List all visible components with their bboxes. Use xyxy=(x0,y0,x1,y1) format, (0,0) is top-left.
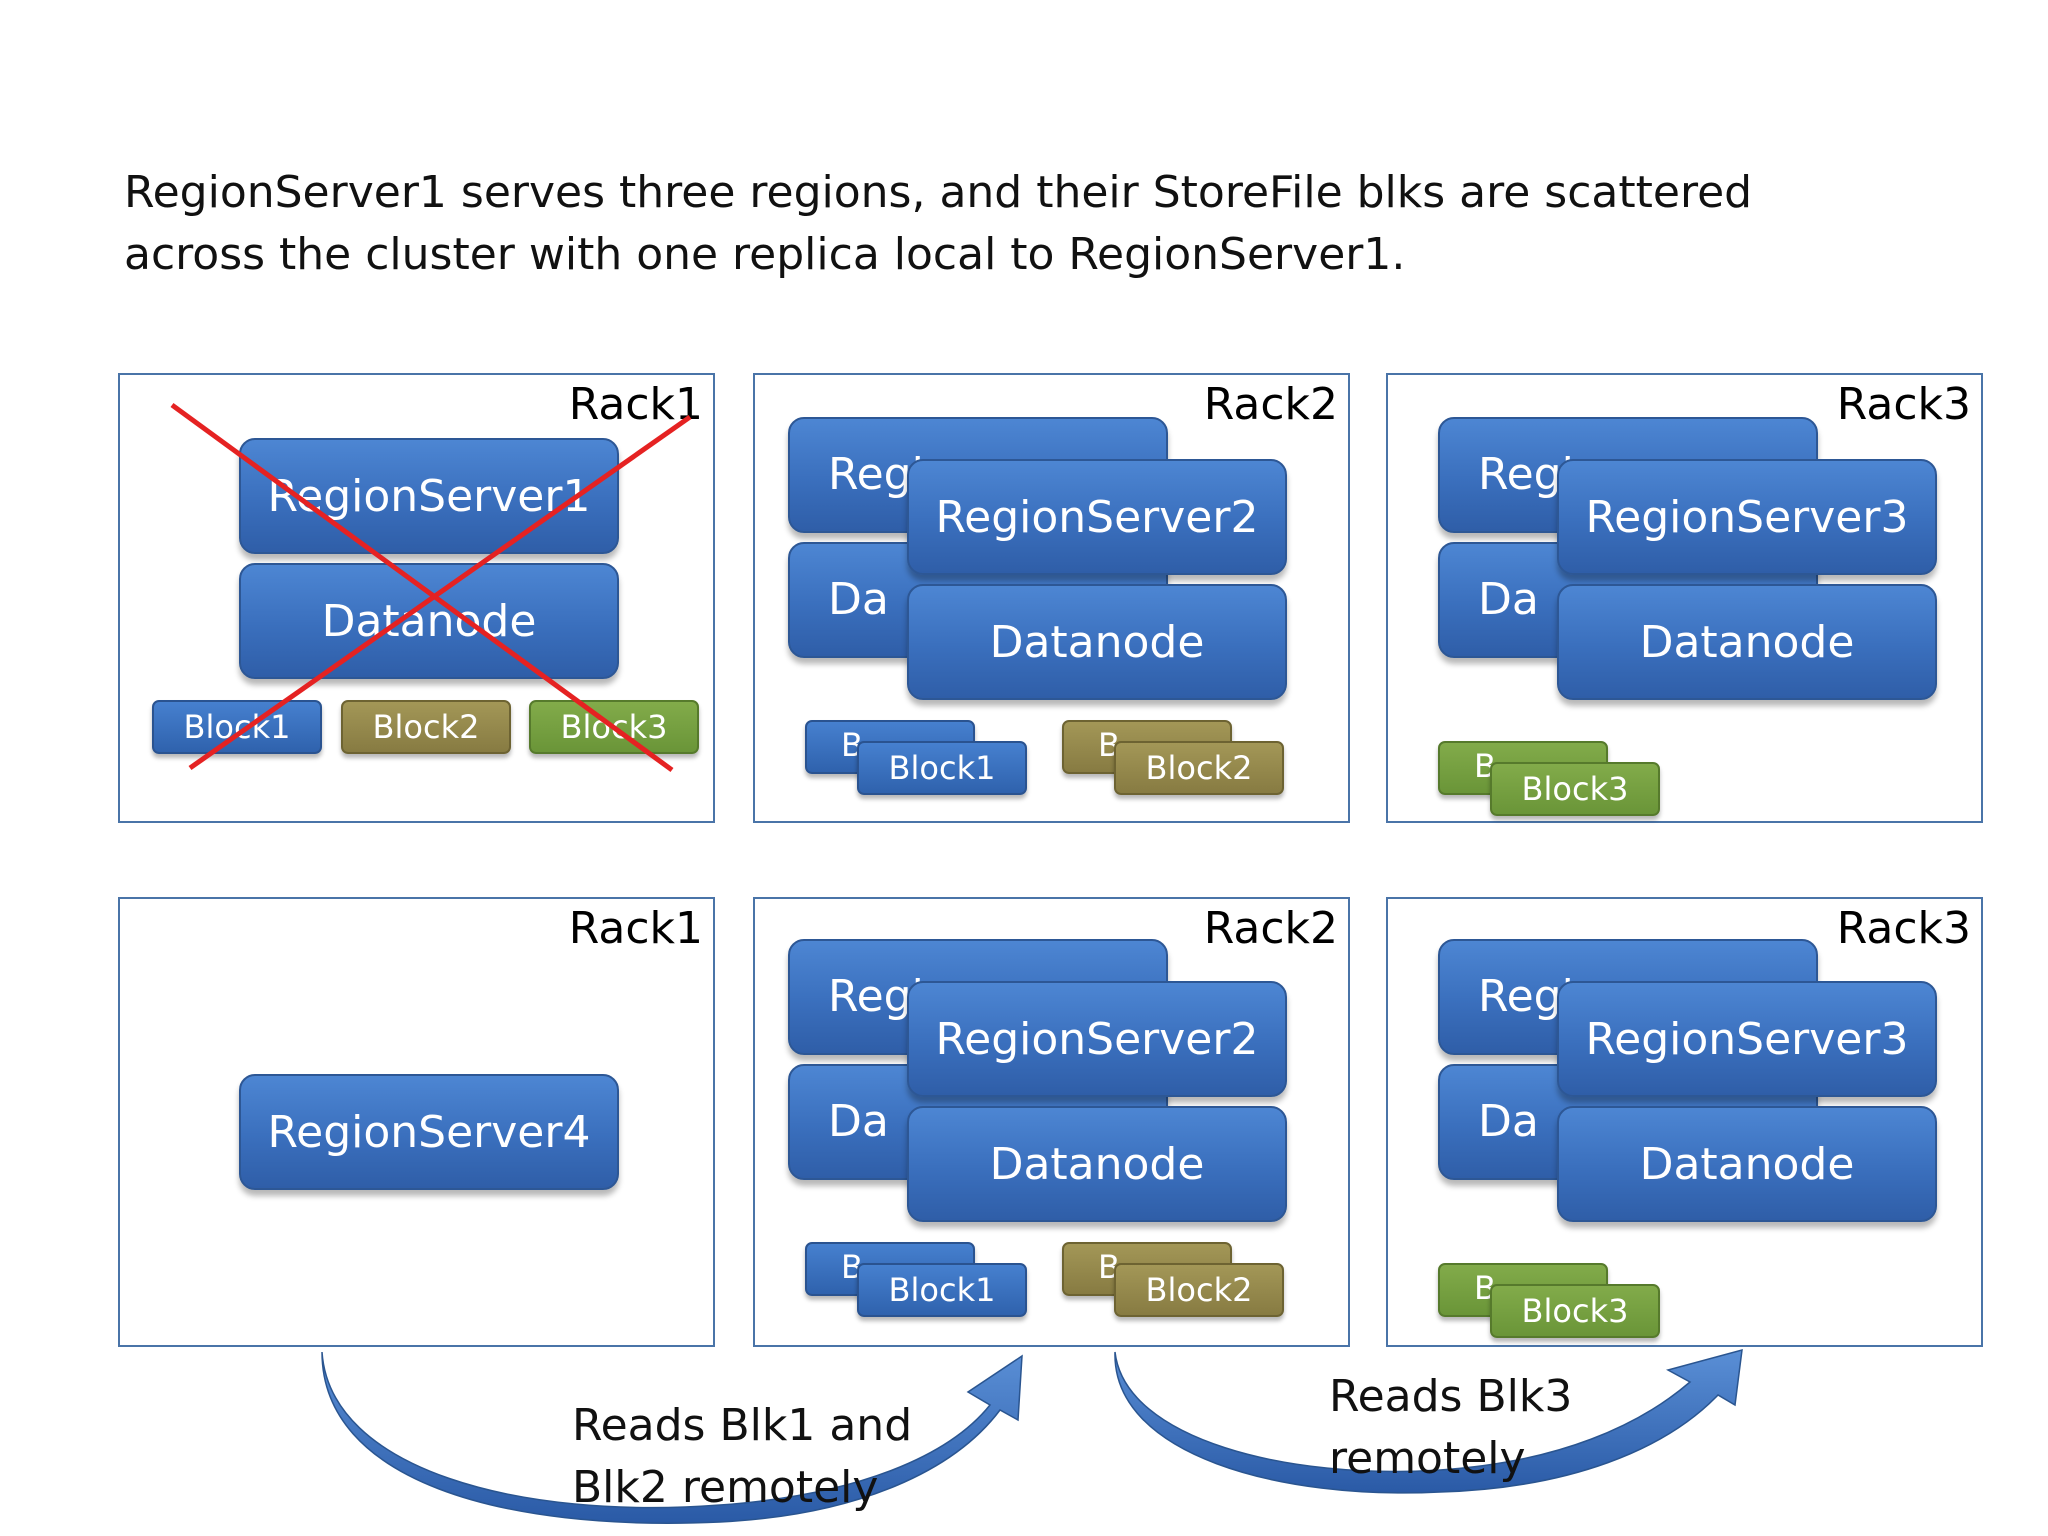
rack3-bottom-datanode-box: Datanode xyxy=(1557,1106,1937,1222)
rack3-top-block3: Block3 xyxy=(1490,762,1660,816)
regionserver3-top-box: RegionServer3 xyxy=(1557,459,1937,575)
regionserver2-bottom-box: RegionServer2 xyxy=(907,981,1287,1097)
regionserver1-box: RegionServer1 xyxy=(239,438,619,554)
right-arrow-label-line1: Reads Blk3 xyxy=(1329,1371,1573,1422)
rack1-block2: Block2 xyxy=(341,700,511,754)
rack2-bottom-datanode-box: Datanode xyxy=(907,1106,1287,1222)
rack1-block2-label: Block2 xyxy=(372,708,480,746)
rack3-top-label: Rack3 xyxy=(1836,379,1971,430)
rack3-bottom-block3: Block3 xyxy=(1490,1284,1660,1338)
regionserver4-label: RegionServer4 xyxy=(267,1106,591,1158)
left-arrow-label: Reads Blk1 and Blk2 remotely xyxy=(572,1395,912,1519)
rack3-top-datanode-back-label: Da xyxy=(1478,574,1539,625)
rack2-bottom-datanode-back-label: Da xyxy=(828,1096,889,1147)
rack3-bottom-block3-label: Block3 xyxy=(1521,1292,1629,1330)
rack2-top-datanode-label: Datanode xyxy=(989,616,1205,668)
right-read-arrow xyxy=(1114,1348,1743,1494)
rack2-bottom-block1-label: Block1 xyxy=(888,1271,996,1309)
regionserver3-bottom-box: RegionServer3 xyxy=(1557,981,1937,1097)
rack1-failure-cross xyxy=(170,402,692,773)
rack2-top-datanode-box: Datanode xyxy=(907,584,1287,700)
rack1-top: Rack1 RegionServer1 Datanode Block1 Bloc… xyxy=(118,373,715,823)
right-arrow-label: Reads Blk3 remotely xyxy=(1329,1366,1572,1490)
regionserver2-top-label: RegionServer2 xyxy=(935,491,1259,543)
cross-line-2 xyxy=(188,414,692,771)
rack1-block1-label: Block1 xyxy=(183,708,291,746)
left-read-arrow xyxy=(321,1351,1023,1524)
rack2-top-datanode-back-label: Da xyxy=(828,574,889,625)
rack3-top: Rack3 Regi Da RegionServer3 Datanode B B… xyxy=(1386,373,1983,823)
caption-line-1: RegionServer1 serves three regions, and … xyxy=(124,167,1753,218)
rack3-bottom-datanode-back-label: Da xyxy=(1478,1096,1539,1147)
rack3-bottom-datanode-label: Datanode xyxy=(1639,1138,1855,1190)
rack2-top-block1: Block1 xyxy=(857,741,1027,795)
rack2-bottom-datanode-label: Datanode xyxy=(989,1138,1205,1190)
rack1-datanode-box: Datanode xyxy=(239,563,619,679)
regionserver3-bottom-label: RegionServer3 xyxy=(1585,1013,1909,1065)
regionserver2-bottom-label: RegionServer2 xyxy=(935,1013,1259,1065)
rack2-bottom-block1: Block1 xyxy=(857,1263,1027,1317)
left-arrow-label-line2: Blk2 remotely xyxy=(572,1462,879,1513)
rack3-top-datanode-box: Datanode xyxy=(1557,584,1937,700)
regionserver3-top-label: RegionServer3 xyxy=(1585,491,1909,543)
caption: RegionServer1 serves three regions, and … xyxy=(124,162,1824,286)
rack1-bottom-label: Rack1 xyxy=(568,903,703,954)
rack2-bottom-block2-label: Block2 xyxy=(1145,1271,1253,1309)
regionserver2-top-box: RegionServer2 xyxy=(907,459,1287,575)
regionserver4-box: RegionServer4 xyxy=(239,1074,619,1190)
cross-line-1 xyxy=(170,402,674,773)
rack2-top-block2: Block2 xyxy=(1114,741,1284,795)
rack2-bottom-label: Rack2 xyxy=(1203,903,1338,954)
rack2-top-block1-label: Block1 xyxy=(888,749,996,787)
rack2-top-label: Rack2 xyxy=(1203,379,1338,430)
rack1-bottom: Rack1 RegionServer4 xyxy=(118,897,715,1347)
rack2-bottom-block2: Block2 xyxy=(1114,1263,1284,1317)
rack1-datanode-label: Datanode xyxy=(321,595,537,647)
rack1-block3: Block3 xyxy=(529,700,699,754)
rack2-top: Rack2 Regi Da RegionServer2 Datanode B B… xyxy=(753,373,1350,823)
rack3-bottom-label: Rack3 xyxy=(1836,903,1971,954)
rack2-bottom: Rack2 Regi Da RegionServer2 Datanode B B… xyxy=(753,897,1350,1347)
rack1-block1: Block1 xyxy=(152,700,322,754)
rack2-top-block2-label: Block2 xyxy=(1145,749,1253,787)
left-arrow-label-line1: Reads Blk1 and xyxy=(572,1400,913,1451)
rack3-top-datanode-label: Datanode xyxy=(1639,616,1855,668)
rack3-top-block3-label: Block3 xyxy=(1521,770,1629,808)
right-arrow-label-line2: remotely xyxy=(1329,1433,1526,1484)
rack3-bottom: Rack3 Regi Da RegionServer3 Datanode B B… xyxy=(1386,897,1983,1347)
caption-line-2: across the cluster with one replica loca… xyxy=(124,229,1406,280)
